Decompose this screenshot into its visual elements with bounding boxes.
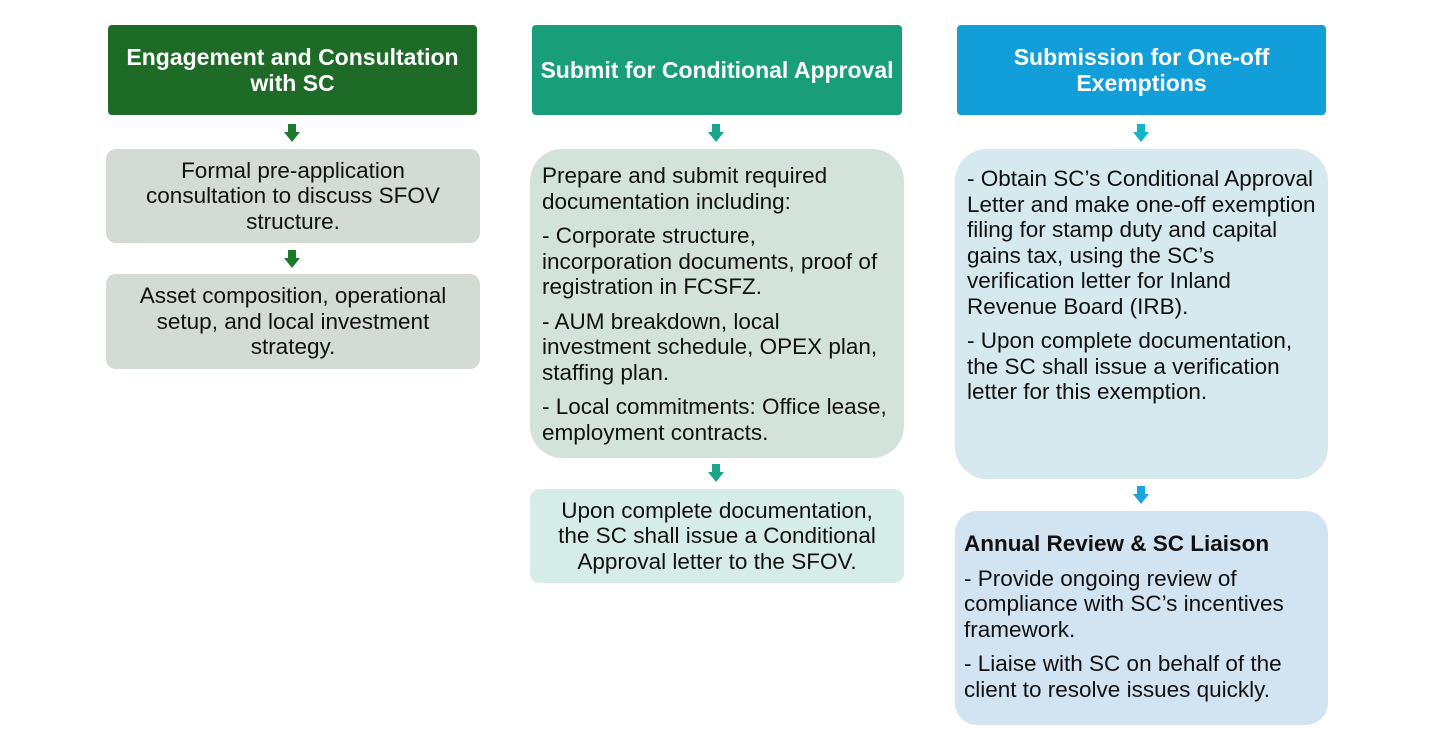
- col2-step1-line2: - Corporate structure, incorporation doc…: [542, 223, 878, 299]
- col3-step2-title: Annual Review & SC Liaison: [964, 531, 1270, 556]
- col2-step1-line1: Prepare and submit required documentatio…: [542, 163, 828, 214]
- arrow-down-icon: [284, 124, 300, 142]
- col3-step1: - Obtain SC’s Conditional Approval Lette…: [955, 149, 1328, 479]
- col3-step1-line2: - Upon complete documentation, the SC sh…: [967, 328, 1293, 404]
- col1-header: Engagement and Consultation with SC: [108, 25, 477, 115]
- col3-step2: Annual Review & SC Liaison - Provide ong…: [955, 511, 1328, 725]
- col3-header: Submission for One-off Exemptions: [957, 25, 1326, 115]
- arrow-down-icon: [708, 124, 724, 142]
- col3-step2-line2: - Liaise with SC on behalf of the client…: [964, 651, 1282, 702]
- arrow-down-icon: [284, 250, 300, 268]
- col1-step1: Formal pre-application consultation to d…: [106, 149, 480, 243]
- col2-step1-line3: - AUM breakdown, local investment schedu…: [542, 308, 878, 385]
- arrow-down-icon: [1133, 486, 1149, 504]
- col2-header: Submit for Conditional Approval: [532, 25, 902, 115]
- col1-step2: Asset composition, operational setup, an…: [106, 274, 480, 369]
- arrow-down-icon: [708, 464, 724, 482]
- arrow-down-icon: [1133, 124, 1149, 142]
- col2-step2: Upon complete documentation, the SC shal…: [530, 489, 904, 583]
- col2-step1: Prepare and submit required documentatio…: [530, 149, 904, 458]
- col2-step1-line4: - Local commitments: Office lease, emplo…: [542, 394, 887, 445]
- col3-step2-line1: - Provide ongoing review of compliance w…: [964, 565, 1284, 642]
- col3-step1-line1: - Obtain SC’s Conditional Approval Lette…: [967, 166, 1316, 319]
